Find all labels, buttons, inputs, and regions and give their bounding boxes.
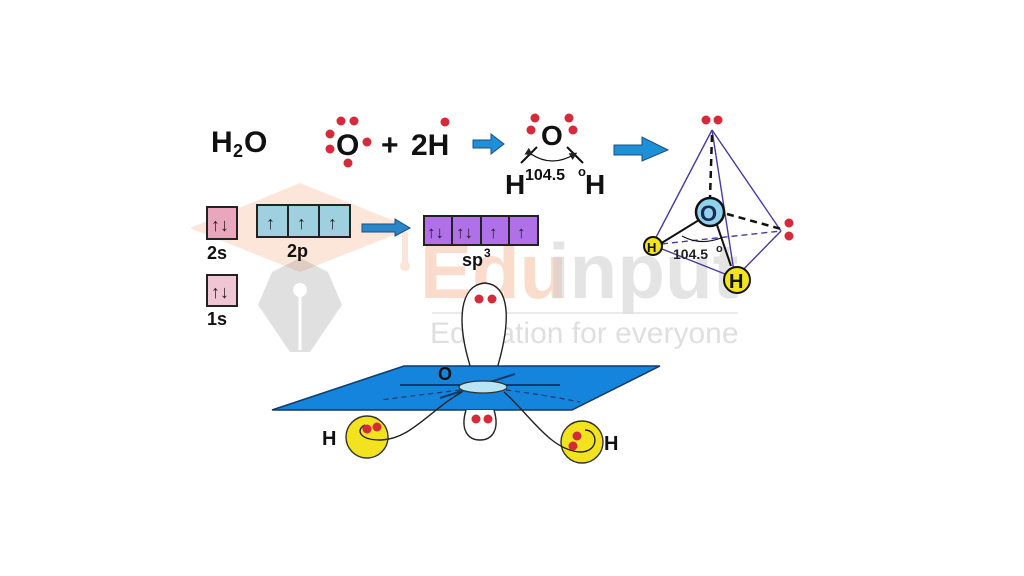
tetrahedral-structure: O H H 104.5 o [643,115,794,294]
svg-text:o: o [716,243,723,255]
hydrogen-ball [560,420,604,464]
svg-text:O: O [438,364,452,384]
svg-text:o: o [578,164,586,179]
bent-water-molecule: O H 104.5 o H [505,113,605,200]
svg-text:↑: ↑ [328,213,337,233]
svg-text:O: O [541,120,563,151]
svg-text:O: O [336,129,359,162]
hydrogen-ball [345,415,389,459]
svg-text:2: 2 [233,141,243,161]
reaction-arrow-icon [613,136,670,162]
svg-text:↑: ↑ [489,223,498,242]
oxygen-ball [694,196,726,228]
svg-text:H: H [729,271,743,293]
svg-text:↑↓: ↑↓ [427,223,444,242]
hydrogen-ball [723,266,751,294]
svg-text:104.5: 104.5 [673,246,708,262]
formula-h2o: H 2 O [211,126,267,161]
svg-text:2p: 2p [287,241,308,261]
hydrogen-2h: 2H [411,117,450,162]
svg-text:sp: sp [462,250,483,270]
svg-text:O: O [700,201,717,226]
svg-text:↑↓: ↑↓ [456,223,473,242]
svg-text:O: O [244,126,267,159]
svg-text:3: 3 [484,246,491,260]
hydrogen-ball [643,236,663,256]
svg-text:1s: 1s [207,309,227,329]
svg-text:H: H [322,428,336,450]
svg-text:↑: ↑ [266,213,275,233]
oxygen-atom-lewis: O [325,116,372,168]
svg-text:H: H [211,126,233,159]
orbital-2s: ↑↓ 2s [206,206,238,263]
svg-text:↑: ↑ [297,213,306,233]
orbital-sp3: ↑↓ ↑↓ ↑ ↑ sp 3 [423,215,539,270]
hybridization-arrow-icon [361,218,412,237]
svg-text:↑↓: ↑↓ [211,215,229,235]
plus-sign: + [381,129,399,162]
orbital-1s: ↑↓ 1s [206,274,238,329]
svg-text:H: H [585,169,605,200]
svg-text:H: H [604,433,618,455]
svg-text:2s: 2s [207,243,227,263]
svg-text:H: H [505,169,525,200]
svg-text:2H: 2H [411,129,449,162]
svg-text:104.5: 104.5 [525,167,565,184]
svg-text:↑↓: ↑↓ [211,282,229,302]
orbital-2p: ↑ ↑ ↑ 2p [256,204,351,261]
svg-text:↑: ↑ [517,223,526,242]
lone-pair-dots [325,116,372,168]
reaction-arrow-icon [472,132,505,156]
svg-text:H: H [647,240,656,255]
plane-orbital-diagram: O H H [271,282,661,464]
watermark-pen-icon [258,258,342,352]
